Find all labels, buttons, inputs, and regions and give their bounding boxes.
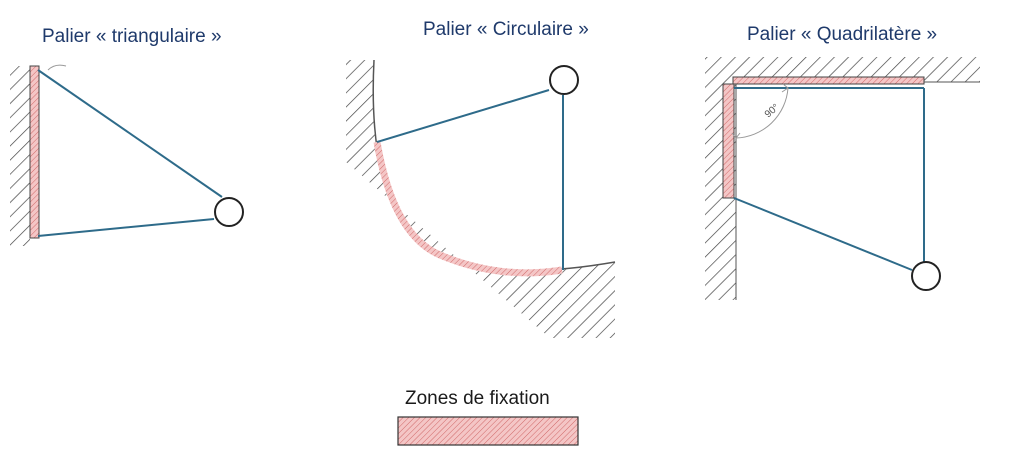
wall-hatch xyxy=(346,60,615,338)
fixation-zone xyxy=(29,65,40,239)
angle-arrow-head xyxy=(731,132,741,139)
upper-strut xyxy=(376,89,550,143)
legend-label: Zones de fixation xyxy=(405,388,550,409)
upper-strut xyxy=(37,69,223,198)
wall-edge xyxy=(372,59,616,272)
triangular-bearing xyxy=(10,64,244,246)
angle-arrow-head xyxy=(781,83,789,93)
circular-bearing xyxy=(346,59,616,338)
wall-hatch xyxy=(705,57,980,300)
fixation-zone-top xyxy=(732,76,925,85)
fixation-zone xyxy=(373,141,563,277)
bearing-ring xyxy=(214,197,244,227)
wall-hatch xyxy=(10,66,30,246)
legend-swatch xyxy=(397,416,579,446)
title-quadrilateral-bearing: Palier « Quadrilatère » xyxy=(747,24,938,45)
diagonal-strut xyxy=(733,197,913,271)
title-circular-bearing: Palier « Circulaire » xyxy=(423,19,589,40)
lower-strut xyxy=(37,218,215,237)
bearing-ring xyxy=(549,65,579,95)
title-triangular-bearing: Palier « triangulaire » xyxy=(42,26,222,47)
angle-arc xyxy=(47,64,67,71)
bearing-ring xyxy=(911,261,941,291)
angle-arc xyxy=(735,87,789,139)
quadrilateral-bearing: 90° xyxy=(705,57,980,300)
angle-label: 90° xyxy=(763,102,782,120)
fixation-zone-side xyxy=(722,83,735,199)
